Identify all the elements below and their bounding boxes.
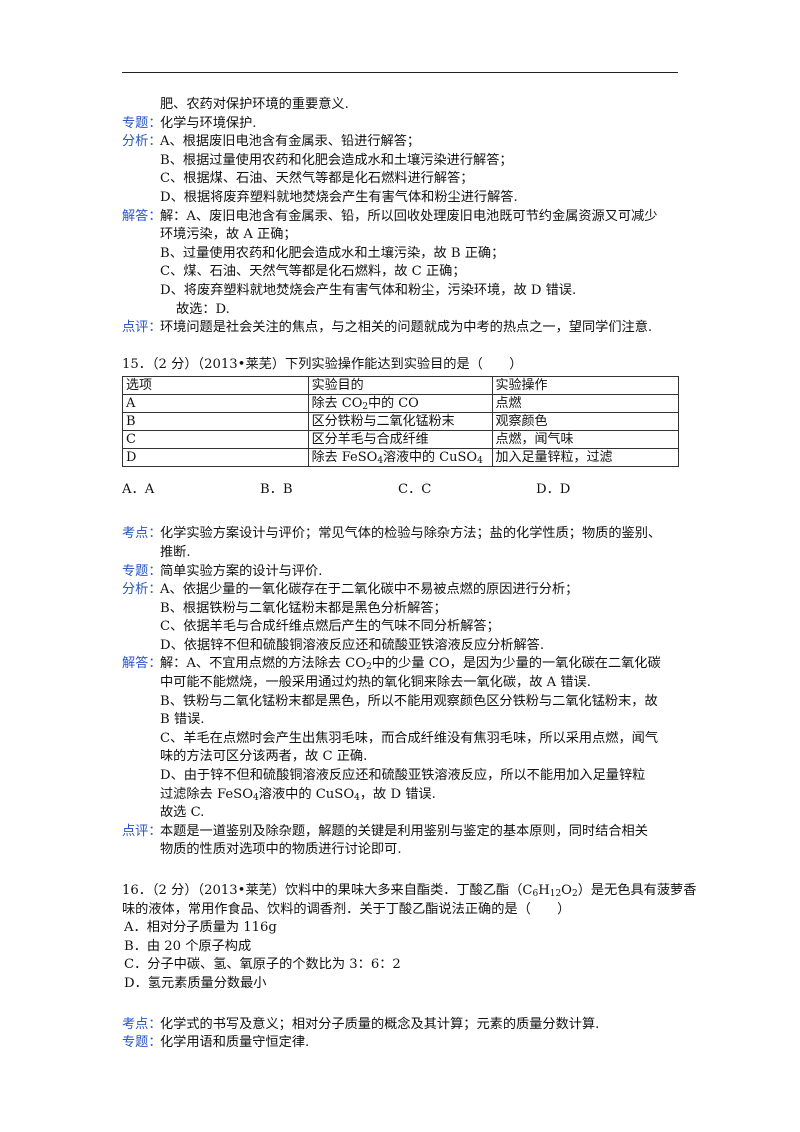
analysis-line: B、根据过量使用农药和化肥会造成水和土壤污染进行解答； [160, 152, 513, 168]
table-cell: 观察颜色 [491, 412, 680, 432]
answer-line: B、铁粉与二氧化锰粉末都是黑色，所以不能用观察颜色区分铁粉与二氧化锰粉末，故 [160, 693, 658, 709]
table-header: 实验操作 [491, 376, 680, 396]
kp-line: 推断. [160, 544, 191, 560]
q14-topic: 专题： 化学与环境保护. [122, 115, 682, 134]
q15-options: A．A B．B C．C D．D [122, 481, 682, 499]
header-rule [122, 72, 678, 73]
analysis-line: C、依据羊毛与合成纤维点燃后产生的气味不同分析解答； [160, 619, 500, 635]
table-cell: 除去 CO2中的 CO [307, 394, 493, 414]
q16-option-d: D．氢元素质量分数最小 [124, 975, 267, 991]
answer-line: 解：A、废旧电池含有金属汞、铅，所以回收处理废旧电池既可节约金属资源又可减少 [160, 208, 658, 224]
comment-line: 本题是一道鉴别及除杂题，解题的关键是利用鉴别与鉴定的基本原则，同时结合相关 [160, 823, 648, 839]
answer-label: 解答： [122, 656, 162, 672]
analysis-label: 分析： [122, 582, 162, 598]
topic-label: 专题： [122, 1035, 162, 1051]
analysis-label: 分析： [122, 134, 162, 150]
q16-knowledge-point: 考点： 化学式的书写及意义；相对分子质量的概念及其计算；元素的质量分数计算. [122, 1016, 682, 1035]
option-a: A．A [122, 482, 155, 498]
table-cell: D [122, 448, 309, 468]
table-header: 选项 [122, 376, 309, 396]
answer-line: 故选：D. [176, 301, 230, 317]
q16-stem: 16．（2 分）（2013•莱芜）饮料中的果味大多来自酯类．丁酸乙酯（C6H12… [122, 883, 697, 899]
analysis-line: D、依据锌不但和硫酸铜溶液反应还和硫酸亚铁溶液反应分析解答. [160, 637, 545, 653]
answer-line: 过滤除去 FeSO4溶液中的 CuSO4，故 D 错误. [160, 786, 436, 803]
q15-stem: 15．（2 分）（2013•莱芜）下列实验操作能达到实验目的是（ ） [122, 356, 523, 372]
table-cell: 区分羊毛与合成纤维 [307, 430, 493, 450]
table-cell: B [122, 412, 309, 432]
comment-text: 环境问题是社会关注的焦点，与之相关的问题就成为中考的热点之一，望同学们注意. [160, 320, 653, 336]
answer-label: 解答： [122, 208, 162, 224]
q15-analysis: 分析： A、依据少量的一氧化碳存在于二氧化碳中不易被点燃的原因进行分析； [122, 581, 682, 600]
kp-label: 考点： [122, 1016, 162, 1032]
answer-line: 中可能不能燃烧，一般采用通过灼热的氧化铜来除去一氧化碳，故 A 错误. [160, 675, 591, 691]
q14-tail: 肥、农药对保护环境的重要意义. [160, 97, 349, 112]
q16-option-a: A．相对分子质量为 116g [124, 920, 277, 936]
table-cell: A [122, 394, 309, 414]
topic-text: 化学用语和质量守恒定律. [160, 1035, 310, 1051]
answer-line: C、羊毛在点燃时会产生出焦羽毛味，而合成纤维没有焦羽毛味，所以采用点燃，闻气 [160, 730, 659, 746]
answer-line: B、过量使用农药和化肥会造成水和土壤污染，故 B 正确； [160, 245, 505, 261]
answer-line: B 错误. [160, 712, 205, 728]
table-cell: 除去 FeSO4溶液中的 CuSO4 [307, 448, 493, 468]
q16-option-b: B．由 20 个原子构成 [124, 938, 252, 954]
answer-line: 故选 C. [160, 805, 205, 821]
table-row: C 区分羊毛与合成纤维 点燃，闻气味 [122, 430, 680, 450]
table-cell: 点燃，闻气味 [491, 430, 680, 450]
analysis-line: D、根据将废弃塑料就地焚烧会产生有害气体和粉尘进行解答. [160, 189, 518, 205]
q15-comment: 点评： 本题是一道鉴别及除杂题，解题的关键是利用鉴别与鉴定的基本原则，同时结合相… [122, 823, 682, 842]
analysis-line: C、根据煤、石油、天然气等都是化石燃料进行解答； [160, 171, 474, 187]
comment-label: 点评： [122, 823, 162, 839]
table-row: B 区分铁粉与二氧化锰粉末 观察颜色 [122, 412, 680, 432]
q15-answer: 解答： 解：A、不宜用点燃的方法除去 CO2中的少量 CO，是因为少量的一氧化碳… [122, 655, 682, 674]
q15-knowledge-point: 考点： 化学实验方案设计与评价；常见气体的检验与除杂方法；盐的化学性质；物质的鉴… [122, 525, 682, 544]
analysis-line: A、根据废旧电池含有金属汞、铅进行解答； [160, 134, 421, 150]
q16-topic: 专题： 化学用语和质量守恒定律. [122, 1034, 682, 1053]
q15-table: 选项 实验目的 实验操作 A 除去 CO2中的 CO 点燃 B 区分铁粉与二氧化… [122, 376, 680, 468]
table-cell: 点燃 [491, 394, 680, 414]
analysis-line: B、根据铁粉与二氧化锰粉末都是黑色分析解答； [160, 600, 447, 616]
kp-text: 化学式的书写及意义；相对分子质量的概念及其计算；元素的质量分数计算. [160, 1016, 600, 1032]
comment-label: 点评： [122, 320, 162, 336]
kp-line: 化学实验方案设计与评价；常见气体的检验与除杂方法；盐的化学性质；物质的鉴别、 [160, 526, 662, 542]
q14-comment: 点评： 环境问题是社会关注的焦点，与之相关的问题就成为中考的热点之一，望同学们注… [122, 319, 682, 338]
answer-line: 味的方法可区分该两者，故 C 正确. [160, 749, 368, 765]
answer-line: D、由于锌不但和硫酸铜溶液反应还和硫酸亚铁溶液反应，所以不能用加入足量锌粒 [160, 768, 646, 784]
answer-line: 解：A、不宜用点燃的方法除去 CO2中的少量 CO，是因为少量的一氧化碳在二氧化… [160, 656, 661, 673]
kp-label: 考点： [122, 526, 162, 542]
topic-text: 简单实验方案的设计与评价. [160, 563, 323, 579]
analysis-line: A、依据少量的一氧化碳存在于二氧化碳中不易被点燃的原因进行分析； [160, 582, 579, 598]
q14-analysis: 分析： A、根据废旧电池含有金属汞、铅进行解答； [122, 133, 682, 152]
answer-line: C、煤、石油、天然气等都是化石燃料，故 C 正确； [160, 264, 466, 280]
table-row: A 除去 CO2中的 CO 点燃 [122, 394, 680, 414]
table-header: 实验目的 [307, 376, 493, 396]
option-c: C．C [398, 482, 432, 498]
content: 肥、农药对保护环境的重要意义. 专题： 化学与环境保护. 分析： A、根据废旧电… [122, 96, 697, 1053]
comment-line: 物质的性质对选项中的物质进行讨论即可. [160, 842, 402, 858]
q15-topic: 专题： 简单实验方案的设计与评价. [122, 563, 682, 582]
q14-answer: 解答： 解：A、废旧电池含有金属汞、铅，所以回收处理废旧电池既可节约金属资源又可… [122, 208, 682, 227]
q16-stem-cont: 味的液体，常用作食品、饮料的调香剂．关于丁酸乙酯说法正确的是（ ） [122, 901, 571, 917]
answer-line: D、将废弃塑料就地焚烧会产生有害气体和粉尘，污染环境，故 D 错误. [160, 282, 577, 298]
table-cell: 区分铁粉与二氧化锰粉末 [307, 412, 493, 432]
table-cell: C [122, 430, 309, 450]
topic-label: 专题： [122, 563, 162, 579]
option-d: D．D [536, 482, 571, 498]
table-cell: 加入足量锌粒，过滤 [491, 448, 680, 468]
option-b: B．B [260, 482, 293, 498]
topic-label: 专题： [122, 115, 162, 131]
table-row: D 除去 FeSO4溶液中的 CuSO4 加入足量锌粒，过滤 [122, 448, 680, 468]
topic-text: 化学与环境保护. [160, 115, 257, 131]
table-header-row: 选项 实验目的 实验操作 [122, 376, 680, 396]
q16-option-c: C．分子中碳、氢、氧原子的个数比为 3：6：2 [124, 957, 401, 973]
answer-line: 环境污染，故 A 正确； [160, 227, 297, 243]
